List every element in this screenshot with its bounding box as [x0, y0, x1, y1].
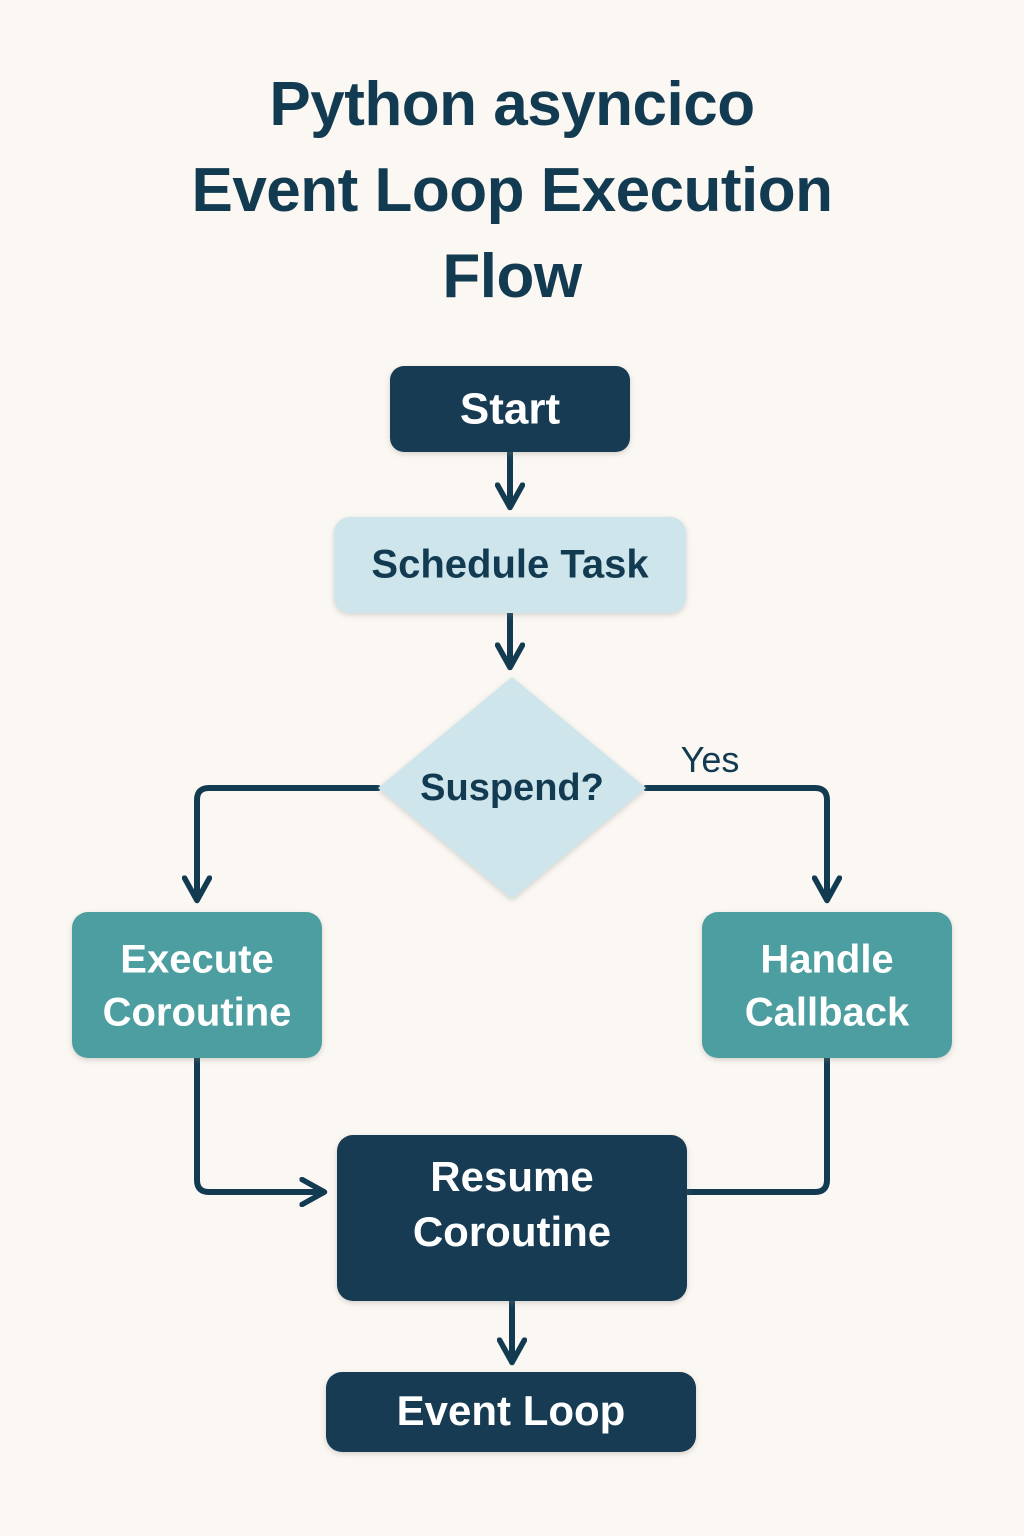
page-title-line-3: Flow: [442, 242, 582, 311]
node-execute-coroutine-label-line-1: Execute: [120, 938, 273, 982]
node-resume-coroutine[interactable]: Resume Coroutine: [337, 1135, 687, 1301]
node-schedule-task[interactable]: Schedule Task: [334, 517, 686, 613]
page-title-line-2: Event Loop Execution: [191, 156, 833, 225]
node-execute-coroutine-shape[interactable]: [72, 912, 322, 1058]
node-suspend-decision-label: Suspend?: [420, 767, 604, 809]
edge-execute-to-resume: [194, 1055, 322, 1192]
edge-label-yes: Yes: [681, 739, 740, 780]
node-handle-callback-shape[interactable]: [702, 912, 952, 1058]
node-start-shape[interactable]: [390, 366, 630, 452]
node-execute-coroutine-label-line-2: Coroutine: [103, 991, 292, 1035]
edge-suspend-to-execute: [197, 785, 381, 898]
node-event-loop-shape[interactable]: [326, 1372, 696, 1452]
node-suspend-decision-shape[interactable]: [378, 677, 646, 899]
connector-layer: [194, 449, 830, 1360]
node-schedule-task-label: Schedule Task: [371, 543, 649, 587]
node-event-loop[interactable]: Event Loop: [326, 1372, 696, 1452]
node-start[interactable]: Start: [390, 366, 630, 452]
node-execute-coroutine[interactable]: Execute Coroutine: [72, 912, 322, 1058]
node-suspend-decision[interactable]: Suspend?: [378, 677, 646, 899]
page-title-line-1: Python asyncico: [269, 70, 755, 139]
node-handle-callback[interactable]: Handle Callback: [702, 912, 952, 1058]
edge-handle-to-resume: [684, 1055, 830, 1195]
node-resume-coroutine-label-line-2: Coroutine: [413, 1208, 611, 1255]
edge-suspend-to-handle: [643, 785, 827, 898]
edge-label-layer: Yes: [681, 739, 740, 780]
node-event-loop-label: Event Loop: [397, 1387, 626, 1434]
node-handle-callback-label-line-2: Callback: [745, 991, 910, 1035]
node-resume-coroutine-shape[interactable]: [337, 1135, 687, 1301]
node-handle-callback-label-line-1: Handle: [760, 938, 893, 982]
node-resume-coroutine-label-line-1: Resume: [430, 1153, 593, 1200]
node-schedule-task-shape[interactable]: [334, 517, 686, 613]
page-title: Python asyncico Event Loop Execution Flo…: [0, 62, 1024, 320]
node-start-label: Start: [460, 385, 561, 434]
